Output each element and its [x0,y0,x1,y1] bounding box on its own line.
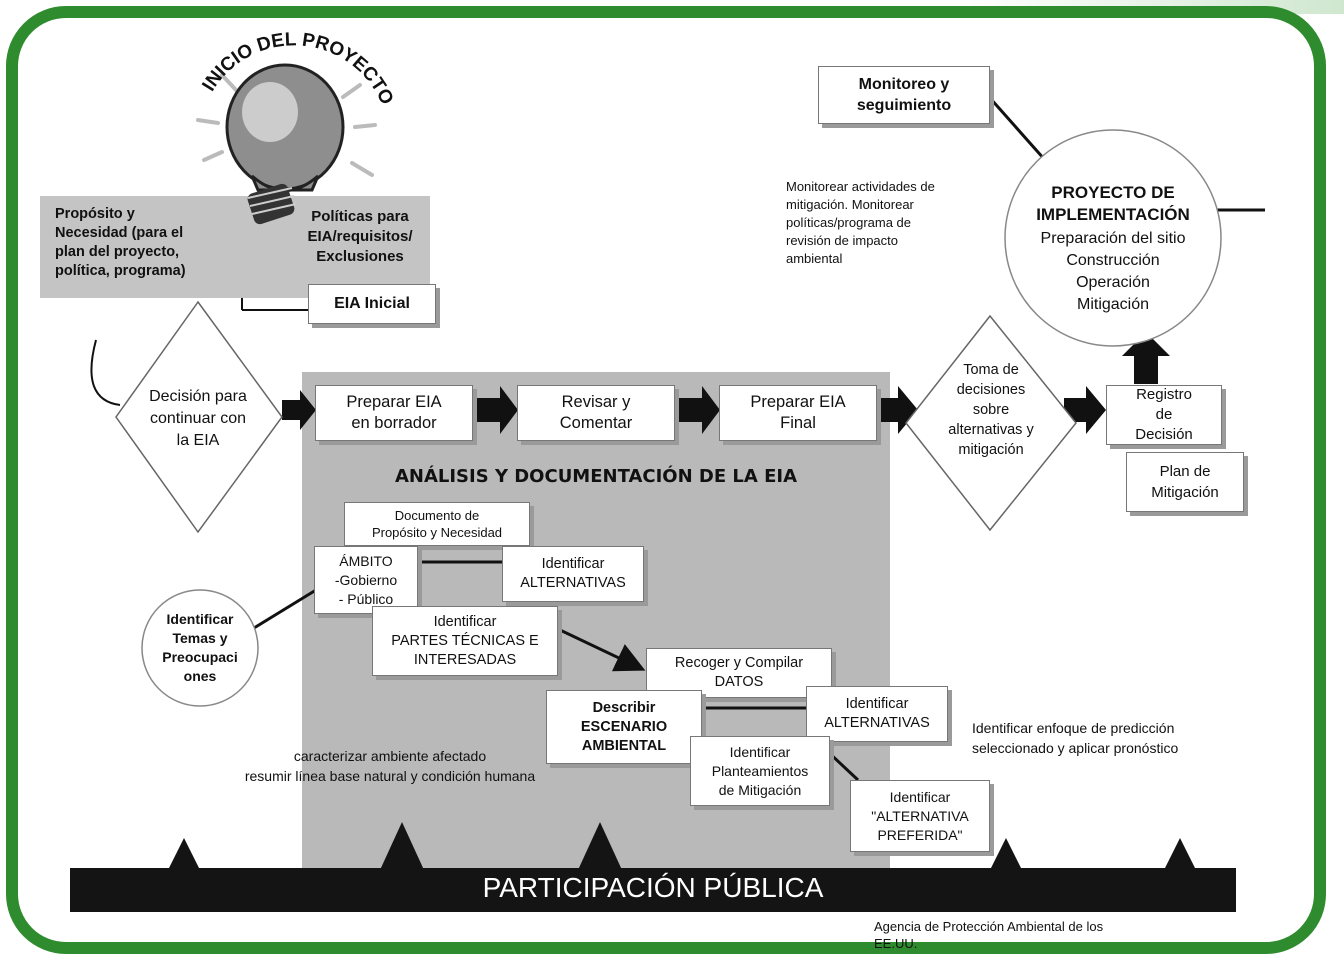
purpose-text: Propósito y Necesidad (para el plan del … [55,206,186,279]
identify-alternatives-box-2: Identificar ALTERNATIVAS [806,686,948,742]
green-frame [6,6,1326,954]
identify-alternatives-box-1: Identificar ALTERNATIVAS [502,546,644,602]
collect-data-box: Recoger y Compilar DATOS [646,648,832,698]
analysis-connectors [253,97,1265,782]
decision-alternatives-diamond [905,314,1077,532]
identify-parties-box: Identificar PARTES TÉCNICAS E INTERESADA… [372,606,558,676]
analysis-title: ANÁLISIS Y DOCUMENTACIÓN DE LA EIA [394,466,798,487]
describe-scenario-box: Describir ESCENARIO AMBIENTAL [546,690,702,764]
monitoring-note: Monitorear actividades de mitigación. Mo… [786,179,935,266]
initial-eia-box: EIA Inicial [308,284,436,324]
project-items: Preparación del sitio Construcción Opera… [1040,230,1186,313]
purpose-doc-box: Documento de Propósito y Necesidad [344,502,530,546]
preferred-alternative-box: Identificar "ALTERNATIVA PREFERIDA" [850,780,990,852]
issues-circle [141,589,259,707]
public-participation-label: PARTICIPACIÓN PÚBLICA [482,872,824,903]
record-decision-box: Registro de Decisión [1106,385,1222,445]
decision-alternatives-text: Toma de decisiones sobre alternativas y … [948,362,1034,458]
participation-triangles [168,822,1196,870]
issues-circle-text: Identificar Temas y Preocupaci ones [162,611,238,684]
project-title: PROYECTO DE IMPLEMENTACIÓN [1036,183,1190,224]
identify-mitigation-box: Identificar Planteamientos de Mitigación [690,736,830,806]
lightbulb-icon [196,63,377,225]
start-gray-panel [40,196,430,298]
policies-text: Políticas para EIA/requisitos/ Exclusion… [307,208,413,265]
mitigation-plan-box: Plan de Mitigación [1126,452,1244,512]
project-circle [1004,129,1222,347]
monitoring-box: Monitoreo y seguimiento [818,66,990,124]
draft-eia-box: Preparar EIA en borrador [315,385,473,441]
prediction-note: Identificar enfoque de predicción selecc… [972,720,1179,756]
source-note: Agencia de Protección Ambiental de los E… [874,919,1104,951]
environment-note: caracterizar ambiente afectado resumir l… [244,748,536,784]
public-participation-banner [70,868,1236,912]
scope-box: ÁMBITO -Gobierno - Público [314,546,418,614]
final-eia-box: Preparar EIA Final [719,385,877,441]
decision-continue-diamond [115,300,283,534]
review-box: Revisar y Comentar [517,385,675,441]
decision-continue-text: Decisión para continuar con la EIA [149,388,247,449]
